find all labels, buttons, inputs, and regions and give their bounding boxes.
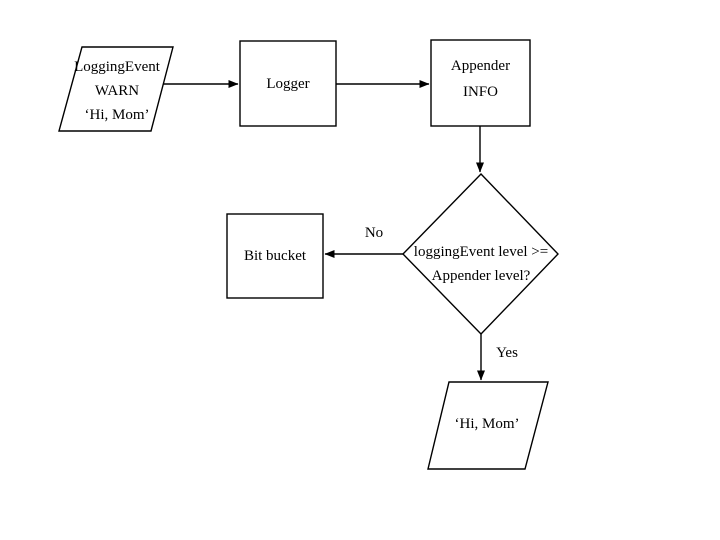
label-line: loggingEvent level >=	[413, 244, 549, 260]
decision-label: loggingEvent level >= Appender level?	[396, 240, 566, 288]
label-line: ‘Hi, Mom’	[84, 107, 150, 123]
label-line: LoggingEvent	[74, 59, 160, 75]
label-line: Bit bucket	[243, 248, 307, 264]
yes-edge-label: Yes	[496, 345, 518, 361]
no-edge-label: No	[364, 225, 384, 241]
logging-event-label: LoggingEvent WARN ‘Hi, Mom’	[57, 55, 177, 127]
bit-bucket-label: Bit bucket	[227, 244, 323, 268]
label-line: ‘Hi, Mom’	[454, 416, 520, 432]
logger-label: Logger	[240, 72, 336, 96]
label-line: WARN	[94, 83, 140, 99]
bit-bucket-rectangle	[226, 213, 324, 299]
logger-rectangle	[239, 40, 337, 127]
logging-event-parallelogram	[58, 46, 174, 132]
label-line: Appender level?	[431, 268, 531, 284]
label-line: INFO	[462, 84, 498, 100]
output-message-label: ‘Hi, Mom’	[437, 412, 537, 436]
appender-label: Appender INFO	[431, 53, 530, 105]
label-line: Appender	[450, 58, 511, 74]
output-parallelogram	[427, 381, 549, 470]
label-line: Logger	[266, 76, 310, 92]
